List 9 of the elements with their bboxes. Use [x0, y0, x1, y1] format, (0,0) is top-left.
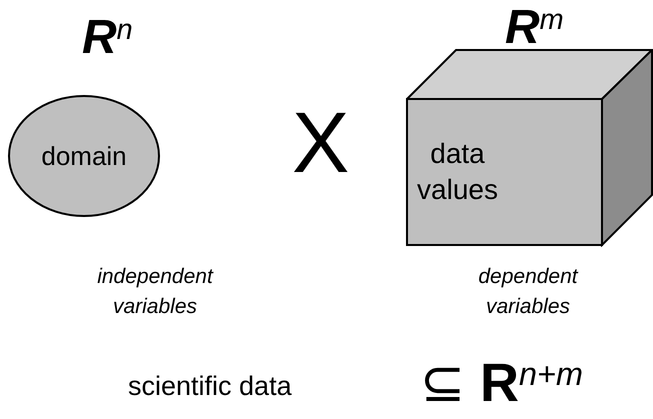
- multiply-sign: X: [292, 100, 350, 186]
- node-label: data values: [416, 137, 499, 207]
- subset-expression: ⊆ R$^{n+m}$: [420, 356, 583, 410]
- node-label: dependent variables: [477, 264, 580, 320]
- node-label: independent variables: [96, 264, 214, 320]
- node-label: domain: [40, 140, 128, 172]
- set-symbol: R$^{m}$: [505, 4, 564, 52]
- set-symbol: R$^{n}$: [82, 14, 133, 62]
- label: scientific data: [128, 373, 292, 400]
